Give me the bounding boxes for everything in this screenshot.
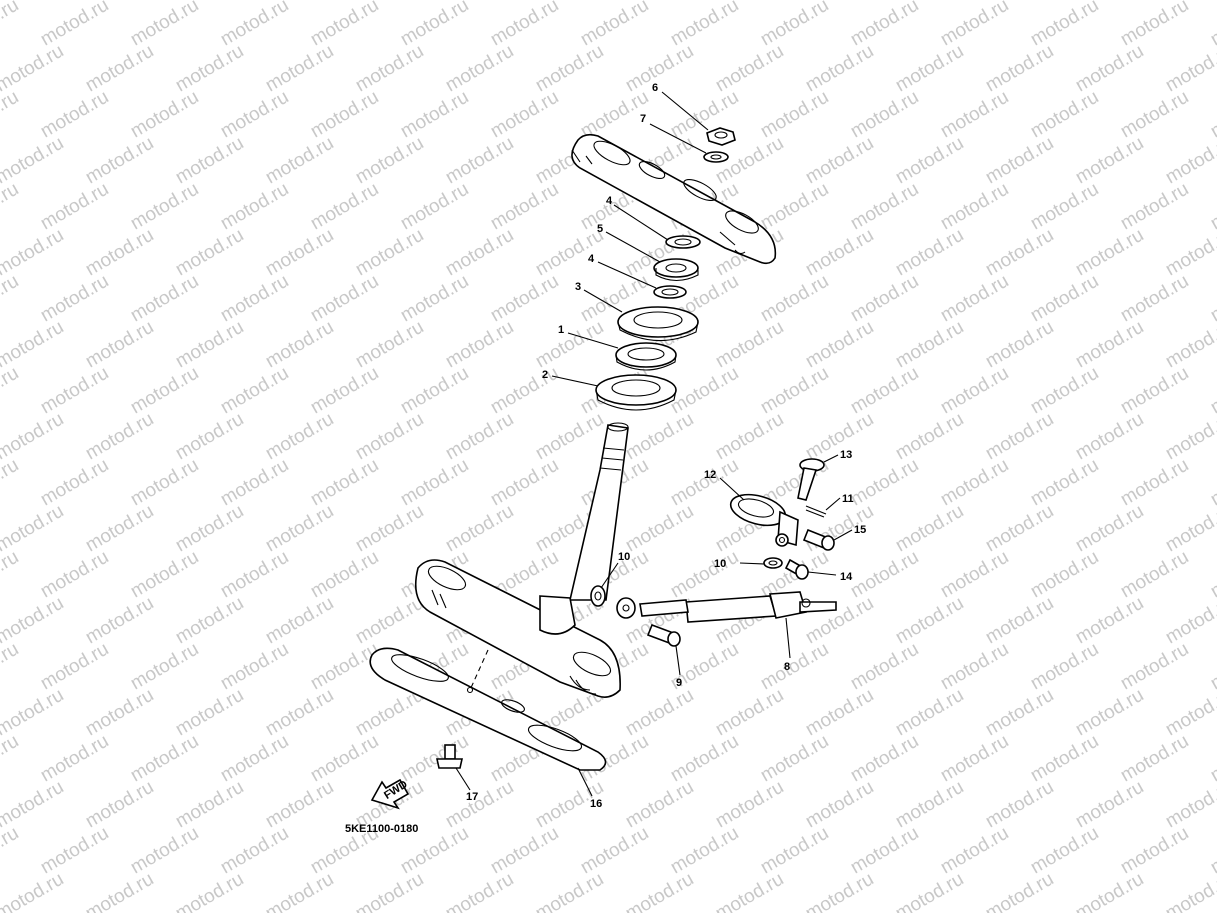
callout-11: 11 [842, 493, 854, 505]
part-3-dust-seal [617, 306, 699, 342]
part-11-clip [805, 505, 827, 518]
callout-numbers: 6 7 4 5 4 3 1 2 10 10 12 13 11 15 14 9 8… [466, 82, 866, 810]
part-12-clamp [729, 493, 799, 547]
leader-lines [455, 91, 853, 797]
callout-1: 1 [558, 324, 564, 336]
callout-10-left: 10 [618, 551, 630, 563]
part-17-bolt [436, 744, 463, 769]
part-16-plate [369, 647, 607, 771]
callout-4-upper: 4 [606, 195, 613, 207]
callout-12: 12 [704, 469, 716, 481]
steering-damper [616, 591, 837, 623]
part-6-nut [706, 127, 736, 146]
callout-5: 5 [597, 223, 603, 235]
callout-10-right: 10 [714, 558, 726, 570]
callout-6: 6 [652, 82, 658, 94]
part-14-bolt [784, 558, 809, 580]
callout-4-lower: 4 [588, 253, 595, 265]
callout-17: 17 [466, 791, 478, 803]
callout-7: 7 [640, 113, 646, 125]
callout-14: 14 [840, 571, 853, 583]
drawing-code: 5KE1100-0180 [345, 823, 418, 835]
callout-13: 13 [840, 449, 852, 461]
part-5-ring-nut [653, 258, 699, 282]
part-9-bolt [646, 623, 681, 647]
part-13-pin [797, 458, 825, 501]
upper-bracket [571, 133, 777, 265]
part-2-bearing [595, 374, 677, 411]
fwd-arrow-icon: FWD [370, 778, 410, 810]
callout-8: 8 [784, 661, 790, 673]
under-bracket [414, 559, 621, 698]
part-10-washer-left [590, 585, 606, 607]
part-7-washer [703, 151, 729, 163]
callout-3: 3 [575, 281, 581, 293]
part-1-bearing [615, 342, 677, 371]
part-10-washer-right [763, 557, 783, 569]
part-15-bolt [802, 528, 835, 551]
callout-2: 2 [542, 369, 548, 381]
part-4-washer-upper [665, 235, 701, 249]
callout-16: 16 [590, 798, 602, 810]
callout-15: 15 [854, 524, 866, 536]
callout-9: 9 [676, 677, 682, 689]
steering-stem [568, 422, 629, 601]
part-4-washer-lower [653, 285, 687, 299]
